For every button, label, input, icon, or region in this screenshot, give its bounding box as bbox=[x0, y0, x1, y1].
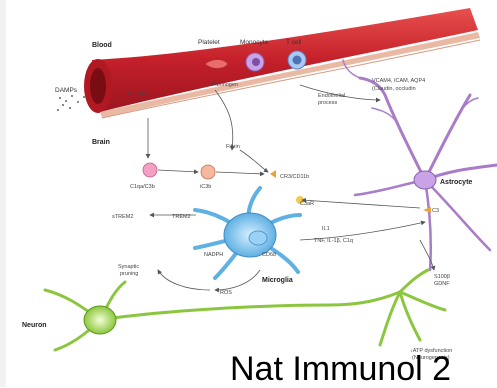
label-blood: Blood bbox=[92, 42, 112, 49]
blood-vessel bbox=[84, 8, 480, 118]
label-s100b: S100β bbox=[434, 274, 450, 280]
damps-particles bbox=[57, 95, 85, 111]
label-fibrin: Fibrin bbox=[226, 144, 240, 150]
left-frame-edge bbox=[0, 0, 6, 387]
label-endothelial: Endothelial bbox=[318, 93, 345, 99]
label-pruning: pruning bbox=[120, 271, 138, 277]
label-gdnf: GDNF bbox=[434, 281, 450, 287]
label-tnf: TNF, IL-1β, C1q bbox=[314, 238, 353, 244]
label-astrocyte: Astrocyte bbox=[440, 179, 472, 186]
label-neuron: Neuron bbox=[22, 322, 47, 329]
label-icam-line2: (Claudin, occludin bbox=[372, 86, 416, 92]
label-strem2: sTREM2 bbox=[112, 214, 133, 220]
label-c1qa-c3b: C1qa/C3b bbox=[130, 184, 155, 190]
label-cd68: CD68 bbox=[262, 252, 276, 258]
label-c3ar: C3aR bbox=[300, 201, 314, 207]
microglia-cell bbox=[195, 188, 300, 278]
citation-caption: Nat Immunol 2 bbox=[230, 352, 451, 386]
label-synaptic: Synaptic bbox=[118, 264, 139, 270]
label-monocyte: Monocyte bbox=[240, 39, 269, 46]
tcell-icon bbox=[288, 51, 306, 69]
label-c3: C3 bbox=[432, 208, 439, 214]
neuron-cell bbox=[45, 270, 445, 350]
label-tcell: T cell bbox=[286, 39, 302, 46]
label-brain: Brain bbox=[92, 139, 110, 146]
label-il1: IL1 bbox=[322, 226, 330, 232]
monocyte-icon bbox=[246, 53, 264, 71]
astrocyte-cell bbox=[343, 60, 497, 270]
label-trem2: TREM2 bbox=[172, 214, 191, 220]
label-icam-line1: VCAM4, ICAM, AQP4 bbox=[372, 78, 425, 84]
label-ros: ROS bbox=[220, 290, 232, 296]
label-microglia: Microglia bbox=[262, 277, 293, 284]
label-damps: DAMPs bbox=[55, 87, 78, 94]
label-process: process bbox=[318, 100, 338, 106]
label-nadph: NADPH bbox=[204, 252, 223, 258]
label-fibrinogen: Fibrinogen bbox=[212, 82, 238, 88]
label-ic3b: iC3b bbox=[200, 184, 211, 190]
label-c1q-c3b-top: C1q/C3b bbox=[128, 92, 150, 98]
label-cr3: CR3/CD11b bbox=[280, 174, 309, 180]
label-platelet: Platelet bbox=[198, 39, 220, 46]
